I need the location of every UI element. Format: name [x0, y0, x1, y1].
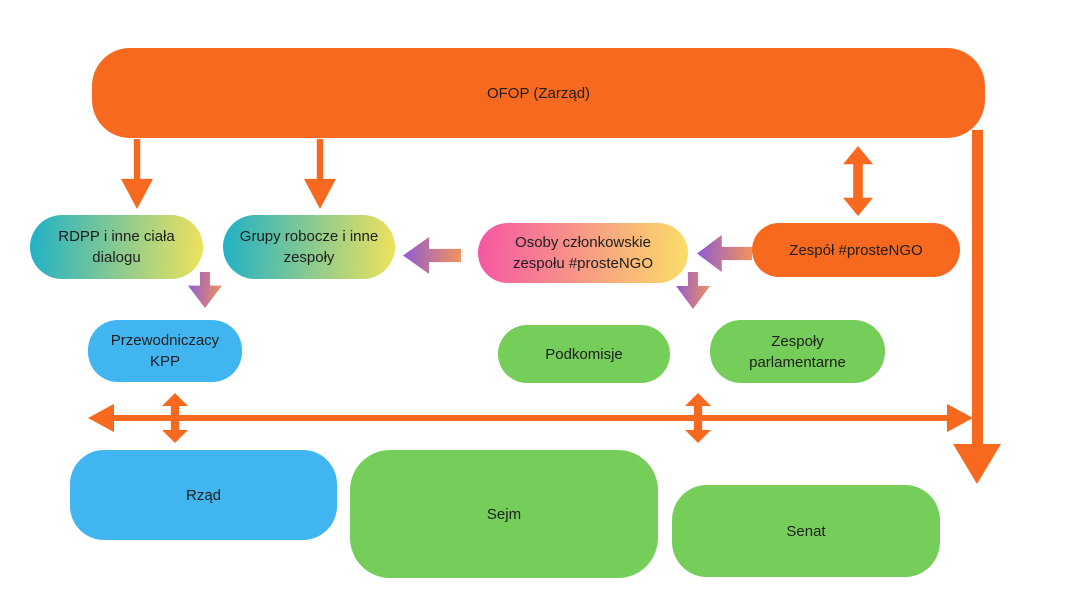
node-label-line: Przewodniczacy: [110, 332, 220, 349]
node-label-line: RDPP i inne ciała: [58, 228, 175, 245]
node-label: Sejm: [350, 504, 658, 525]
node-zespol-prostengo: Zespół #prosteNGO: [752, 223, 960, 277]
node-rzad: Rząd: [70, 450, 337, 540]
node-label-line: Sejm: [486, 505, 522, 523]
node-label: Zespoły parlamentarne: [710, 331, 885, 373]
arrow-osoby-to-parliament-groups: [676, 272, 710, 309]
node-label: Osoby członkowskie zespołu #prosteNGO: [478, 232, 688, 274]
node-osoby-czlonkowskie: Osoby członkowskie zespołu #prosteNGO: [478, 223, 688, 283]
node-label-line: Senat: [786, 522, 826, 540]
node-label-line: parlamentarne: [749, 353, 846, 371]
node-label: Zespół #prosteNGO: [752, 240, 960, 261]
node-label-line: dialogu: [92, 249, 141, 266]
node-zespoly-parlamentarne: Zespoły parlamentarne: [710, 320, 885, 383]
arrowhead-right-vertical-down: [953, 444, 1001, 484]
arrow-ofop-zespol-bidirectional: [843, 146, 873, 216]
node-label-line: zespołu #prosteNGO: [512, 255, 654, 272]
node-label-line: KPP: [149, 353, 180, 370]
node-label: RDPP i inne ciała dialogu: [30, 226, 203, 268]
node-label-line: Zespoły: [771, 332, 824, 350]
node-label-line: Grupy robocze i inne: [239, 228, 379, 245]
line-ofop-right-vertical: [972, 130, 983, 448]
node-label: Senat: [672, 521, 940, 542]
node-label: Podkomisje: [498, 344, 670, 365]
arrow-horizontal-bidirectional: [88, 403, 973, 433]
node-label: OFOP (Zarząd): [92, 83, 985, 104]
node-grupy-robocze: Grupy robocze i inne zespoły: [223, 215, 395, 279]
arrow-ofop-to-rdpp: [121, 139, 153, 209]
node-sejm: Sejm: [350, 450, 658, 578]
arrow-ofop-to-grupy: [304, 139, 336, 209]
node-label: Rząd: [70, 485, 337, 506]
arrow-rdpp-to-przewodniczacy: [188, 272, 222, 308]
node-label-line: Osoby członkowskie: [515, 234, 651, 251]
node-label-line: OFOP (Zarząd): [486, 84, 591, 102]
arrow-zespol-to-osoby: [697, 235, 752, 272]
node-label-line: Zespół #prosteNGO: [789, 241, 923, 259]
node-label: Przewodniczacy KPP: [88, 330, 242, 372]
node-przewodniczacy-kpp: Przewodniczacy KPP: [88, 320, 242, 382]
node-podkomisje: Podkomisje: [498, 325, 670, 383]
node-ofop: OFOP (Zarząd): [92, 48, 985, 138]
node-senat: Senat: [672, 485, 940, 577]
node-label-line: Rząd: [185, 486, 222, 504]
arrow-osoby-to-grupy: [403, 237, 461, 274]
node-label: Grupy robocze i inne zespoły: [223, 226, 395, 268]
node-label-line: zespoły: [283, 249, 335, 266]
node-rdpp: RDPP i inne ciała dialogu: [30, 215, 203, 279]
node-label-line: Podkomisje: [545, 345, 623, 363]
